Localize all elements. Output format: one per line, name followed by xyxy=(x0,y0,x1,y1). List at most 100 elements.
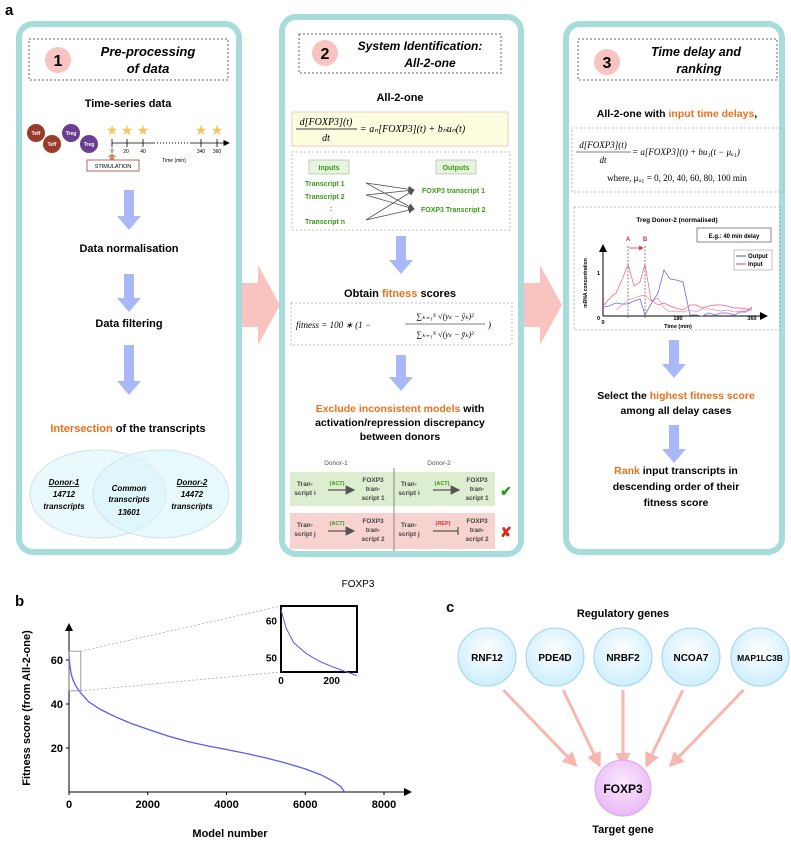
fitness-numerator: ∑ₖ₌₁ᴺ √(yₖ − ŷₖ)² xyxy=(416,312,474,321)
input-transcript: Transcript 1 xyxy=(305,181,345,188)
cell-label: Treg xyxy=(66,131,77,137)
inset-x-tick: 200 xyxy=(323,676,340,687)
regulator-node xyxy=(730,627,790,687)
x-axis-label: Model number xyxy=(192,828,268,840)
exclude-line-2: activation/repression discrepancy xyxy=(315,417,485,429)
delay-note-box xyxy=(696,227,772,243)
inset-y-tick: 50 xyxy=(266,653,278,664)
step2-number-badge xyxy=(312,40,338,66)
legend-output: Output xyxy=(748,254,768,260)
input-series-line xyxy=(602,262,752,311)
fitness-denominator: ∑ₖ₌₁ᴺ √(yₖ − ȳₖ)² xyxy=(416,330,474,339)
zoom-region xyxy=(68,650,82,692)
stimulation-label: STIMULATION xyxy=(95,164,132,170)
regulation-arrow xyxy=(645,689,685,768)
rank-step-2: descending order of their xyxy=(613,481,740,493)
panel-a-label: a xyxy=(5,2,14,19)
fitness-lhs: fitness = 100 ∗ (1 − xyxy=(296,320,371,330)
venn-left-title: Donor-1 xyxy=(49,478,80,487)
teff-cell xyxy=(27,124,45,142)
delay-equation-numerator: d[FOXP3](t) xyxy=(579,140,627,150)
row-target: tran- xyxy=(470,527,484,534)
target-title: Target gene xyxy=(592,824,654,836)
fitness-title: Obtain fitness scores xyxy=(344,288,456,300)
row-source: Tran- xyxy=(401,481,417,488)
step3-panel: 3 Time delay and ranking All-2-one with … xyxy=(563,21,785,555)
output-transcript: FOXP3 transcript 1 xyxy=(422,188,485,195)
delay-values: where, μᵤ₁ = 0, 20, 40, 60, 80, 100 min xyxy=(607,173,747,183)
mini-y-tick: 0 xyxy=(597,316,600,322)
step3-number-badge xyxy=(594,49,620,75)
down-arrow-icon xyxy=(389,355,413,391)
zoom-guide-line xyxy=(80,605,282,652)
teff-cell xyxy=(43,135,61,153)
consistent-row xyxy=(290,472,495,506)
inset-plot xyxy=(280,605,358,673)
fitness-curve xyxy=(68,653,346,793)
regulator-label: PDE4D xyxy=(538,653,571,664)
intersection-title: Intersection of the transcripts xyxy=(50,423,205,435)
venn-center-count: 13601 xyxy=(118,508,141,517)
step3-title: Time delay and xyxy=(651,45,741,59)
target-gene-label: FOXP3 xyxy=(603,782,643,796)
row-target: tran- xyxy=(470,486,484,493)
row-target: script 2 xyxy=(361,536,385,543)
io-connection-arrows xyxy=(365,182,415,221)
regulators-title: Regulatory genes xyxy=(577,608,669,620)
row-target: script 1 xyxy=(361,495,385,502)
down-arrow-icon xyxy=(662,425,686,463)
foxp3-caption: FOXP3 xyxy=(342,579,375,590)
svg-text:★: ★ xyxy=(211,122,224,138)
row-source: script j xyxy=(398,531,420,538)
io-box xyxy=(291,151,511,231)
step1-number-badge xyxy=(45,47,71,73)
rank-step-3: fitness score xyxy=(644,497,709,509)
stimulation-box xyxy=(86,159,140,172)
step2-header xyxy=(298,33,502,74)
regulation-type: (REP) xyxy=(436,521,451,527)
row-target: FOXP3 xyxy=(362,518,384,525)
row-target: FOXP3 xyxy=(466,518,488,525)
mini-x-label: Time (min) xyxy=(664,324,692,330)
delay-equation-rhs: = a[FOXP3](t) + bu₁(t − μᵤ₁) xyxy=(632,147,740,157)
input-transcript: Transcript n xyxy=(305,219,345,226)
venn-left-unit: transcripts xyxy=(43,502,85,511)
mini-chart-title: Treg Donor-2 (normalised) xyxy=(636,217,717,224)
down-arrow-icon xyxy=(662,340,686,378)
venn-right-count: 14472 xyxy=(181,490,204,499)
select-step: Select the highest fitness score xyxy=(597,390,755,402)
mini-y-label: mRNA concentration xyxy=(583,258,589,308)
venn-center-title-2: transcripts xyxy=(108,495,150,504)
input-transcript: Transcript 2 xyxy=(305,194,345,201)
regulator-node xyxy=(525,627,585,687)
equation-numerator: d[FOXP3](t) xyxy=(300,117,353,128)
filtering-step: Data filtering xyxy=(95,318,162,330)
mini-x-tick: 0 xyxy=(601,320,604,326)
row-target: script 1 xyxy=(465,495,489,502)
treg-cell xyxy=(62,124,80,142)
outputs-label: Outputs xyxy=(443,165,470,172)
regulator-label: NRBF2 xyxy=(606,653,640,664)
delay-equation-denominator: dt xyxy=(599,155,607,165)
output-series-line xyxy=(602,269,753,317)
venn-left-count: 14712 xyxy=(53,490,76,499)
inset-curve xyxy=(280,609,358,677)
time-tick: 360 xyxy=(213,149,222,155)
regulator-node xyxy=(661,627,721,687)
step3-subtitle: All-2-one with input time delays, xyxy=(597,108,758,120)
time-tick: 40 xyxy=(140,149,146,155)
down-arrow-icon xyxy=(389,236,413,274)
input-shifted-series-line xyxy=(615,294,753,313)
y-tick-label: 20 xyxy=(51,743,63,755)
row-target: script 2 xyxy=(465,536,489,543)
y-axis-label: Fitness score (from All-2-one) xyxy=(21,630,33,786)
timepoint-star-icons: ★★★★★ xyxy=(106,122,224,138)
step2-title-2: All-2-one xyxy=(403,56,456,70)
venn-center-title: Common xyxy=(112,484,147,493)
timeseries-title: Time-series data xyxy=(85,98,173,110)
venn-right-title: Donor-2 xyxy=(177,478,208,487)
inset-y-tick: 60 xyxy=(266,617,278,628)
row-source: script i xyxy=(294,490,316,497)
legend-input: Input xyxy=(748,262,763,268)
